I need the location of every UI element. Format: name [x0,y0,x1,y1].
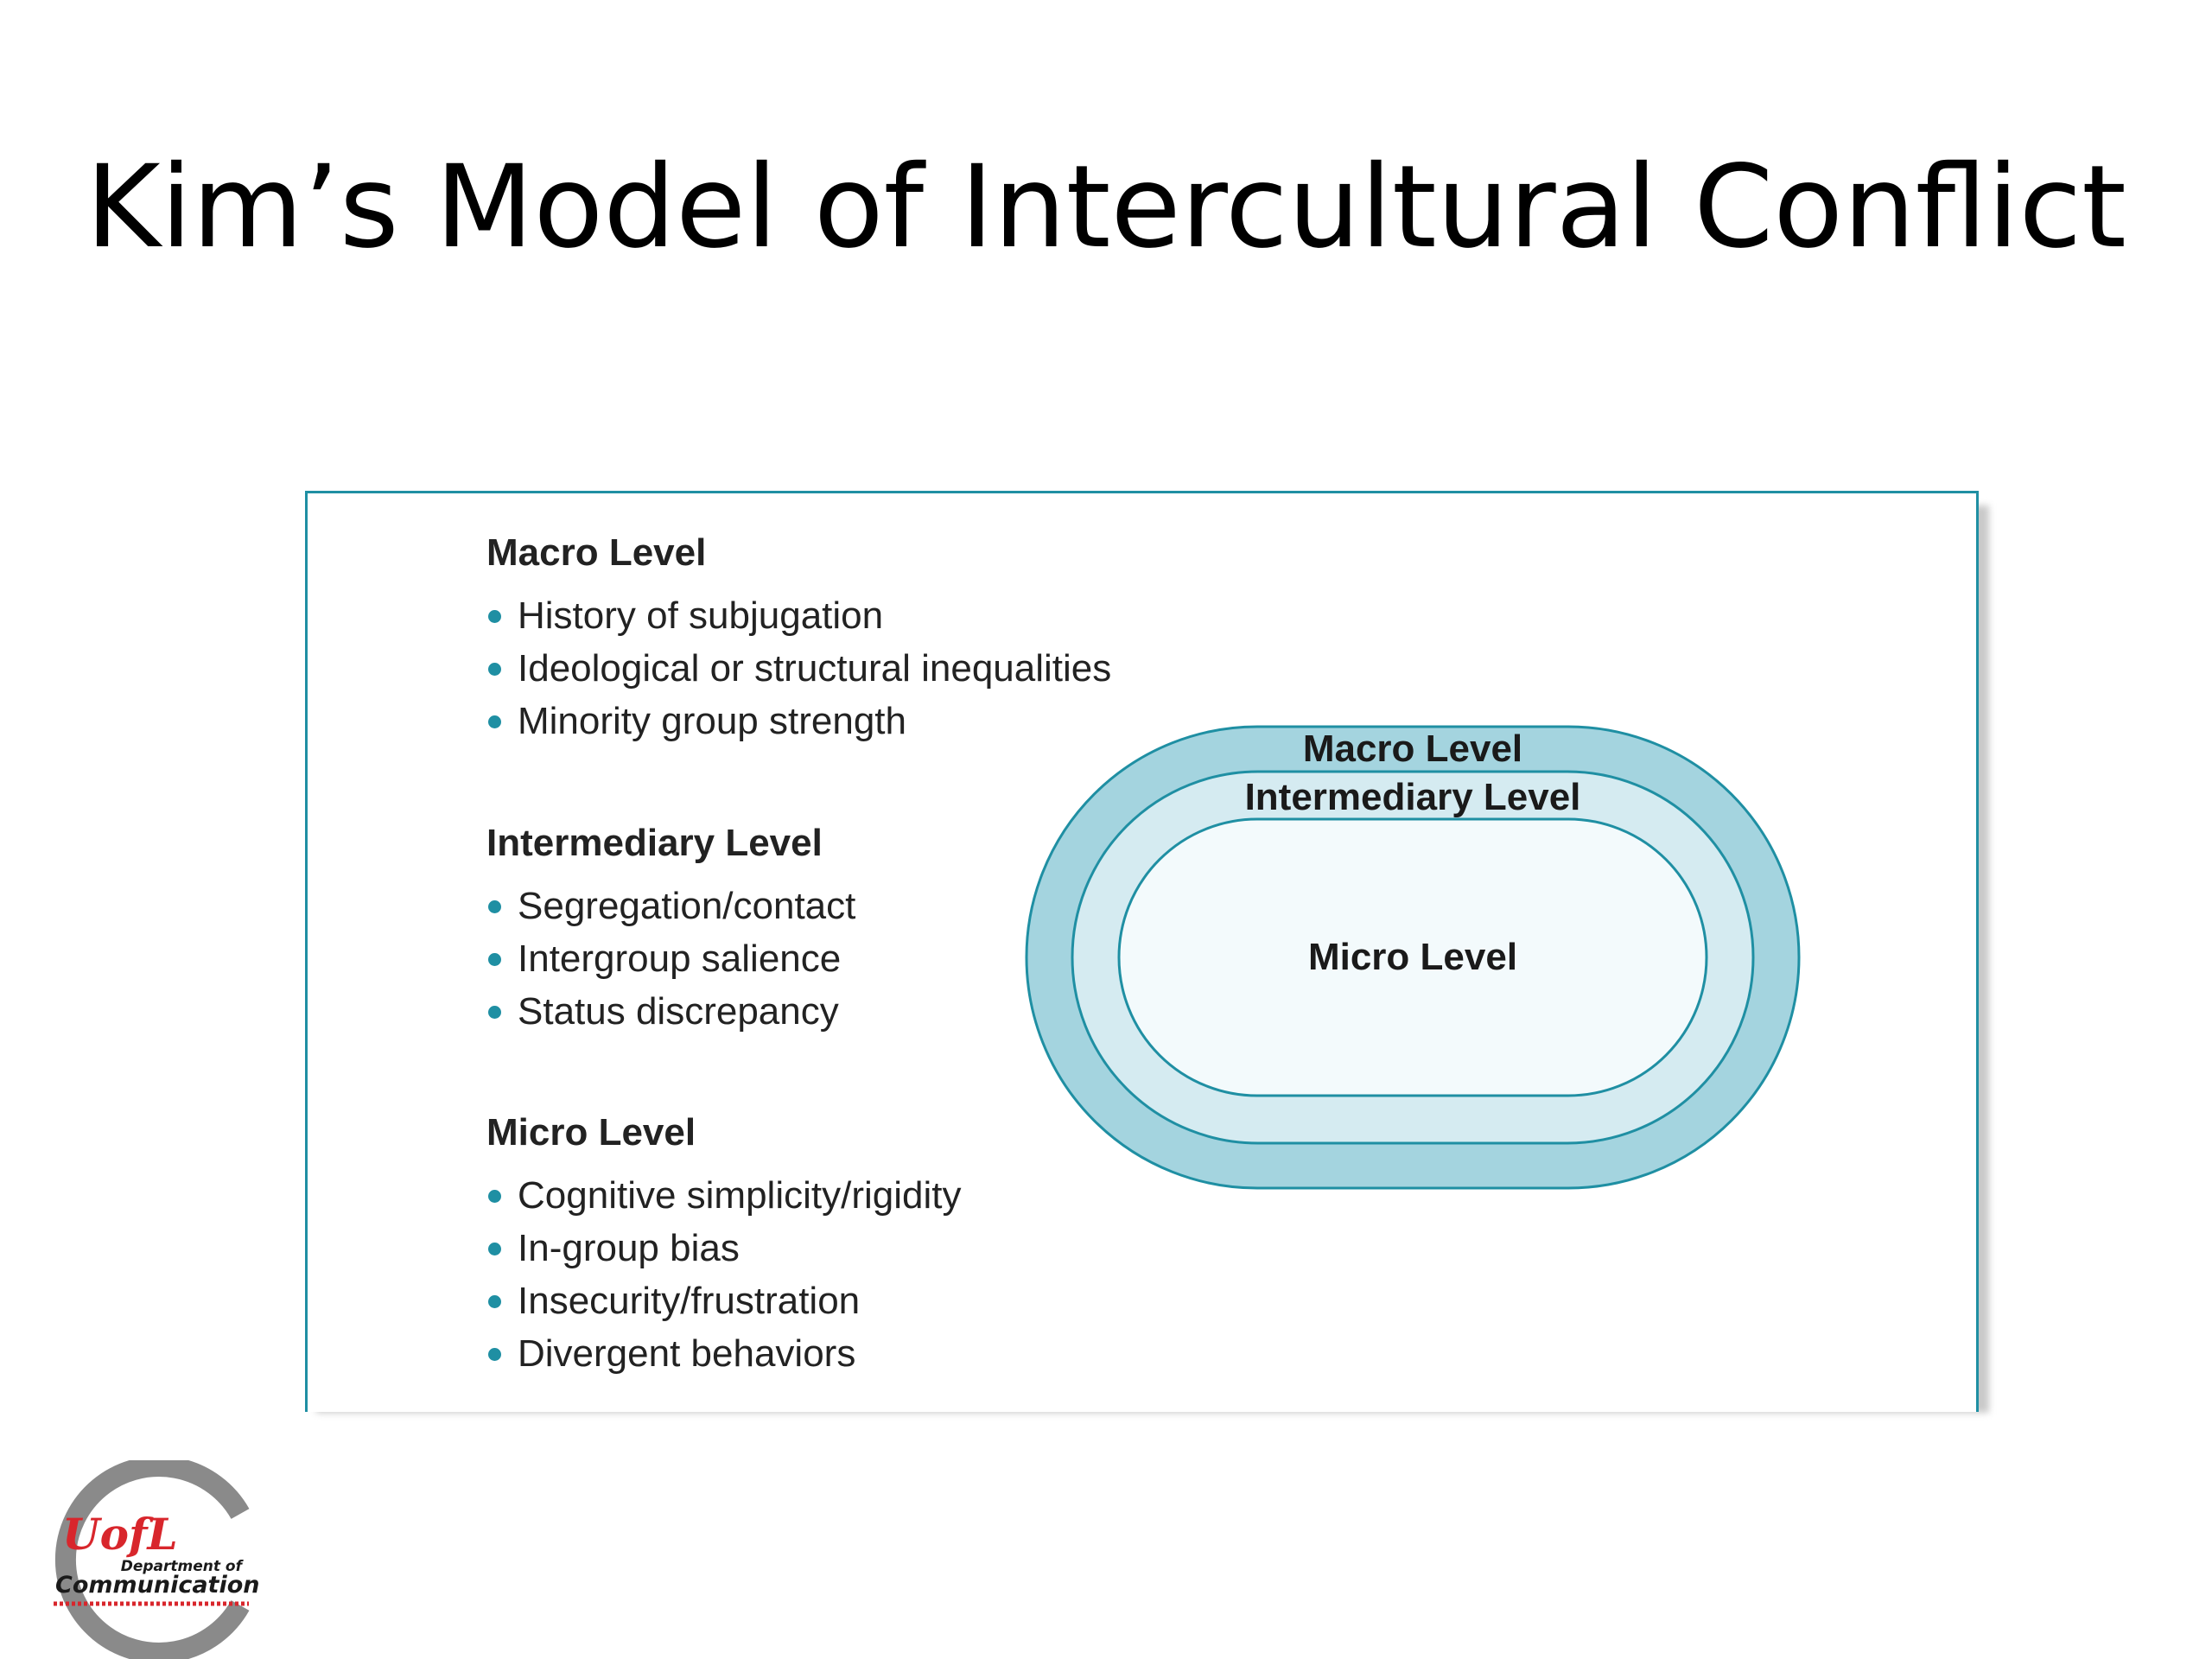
list-item-text: Minority group strength [518,700,906,742]
list-item-text: Divergent behaviors [518,1332,856,1375]
logo-department-line: Department of [121,1558,245,1575]
list-item-text: Ideological or structural inequalities [518,647,1112,690]
list-item-text: Cognitive simplicity/rigidity [518,1174,962,1217]
list-item-text: Insecurity/frustration [518,1280,861,1322]
micro-level-heading: Micro Level [486,1111,696,1154]
list-item: History of subjugation [486,589,1111,642]
uofl-communication-logo: UofL Department of Communication [54,1460,259,1659]
list-item-text: Intergroup salience [518,938,842,980]
bullet-icon [488,900,501,913]
macro-level-list: History of subjugation Ideological or st… [486,589,1111,747]
bullet-icon [488,953,501,966]
intermediary-level-section: Intermediary Level Segregation/contact I… [486,817,855,1038]
logo-script-text: UofL [62,1509,178,1560]
logo-c-arc-icon [54,1460,250,1659]
list-item: Divergent behaviors [486,1327,961,1380]
micro-level-ring [1117,817,1708,1097]
bullet-icon [488,1295,501,1308]
micro-level-list: Cognitive simplicity/rigidity In-group b… [486,1169,961,1380]
list-item: Cognitive simplicity/rigidity [486,1169,961,1222]
bullet-icon [488,663,501,676]
list-item: Insecurity/frustration [486,1274,961,1327]
macro-ring-label: Macro Level [1303,728,1522,770]
macro-level-heading: Macro Level [486,531,707,574]
bullet-icon [488,1006,501,1019]
list-item: In-group bias [486,1222,961,1274]
list-item-text: Segregation/contact [518,885,856,927]
micro-level-section: Micro Level Cognitive simplicity/rigidit… [486,1107,961,1380]
bullet-icon [488,1348,501,1361]
list-item: Ideological or structural inequalities [486,642,1111,695]
intermediary-level-heading: Intermediary Level [486,822,823,864]
intermediary-ring-label: Intermediary Level [1245,776,1581,818]
list-item: Status discrepancy [486,985,855,1038]
intermediary-level-list: Segregation/contact Intergroup salience … [486,880,855,1038]
nested-levels-diagram: Macro Level Intermediary Level Micro Lev… [1025,725,1801,1190]
list-item-text: History of subjugation [518,594,884,637]
logo-communication-line: Communication [55,1572,259,1599]
bullet-icon [488,715,501,728]
list-item-text: Status discrepancy [518,990,839,1033]
list-item: Intergroup salience [486,932,855,985]
micro-ring-label: Micro Level [1308,936,1517,978]
bullet-icon [488,610,501,623]
list-item-text: In-group bias [518,1227,740,1269]
macro-level-section: Macro Level History of subjugation Ideol… [486,527,1111,747]
bullet-icon [488,1190,501,1203]
bullet-icon [488,1243,501,1255]
list-item: Minority group strength [486,695,1111,747]
slide-title: Kim’s Model of Intercultural Conflict [86,141,2126,274]
list-item: Segregation/contact [486,880,855,932]
